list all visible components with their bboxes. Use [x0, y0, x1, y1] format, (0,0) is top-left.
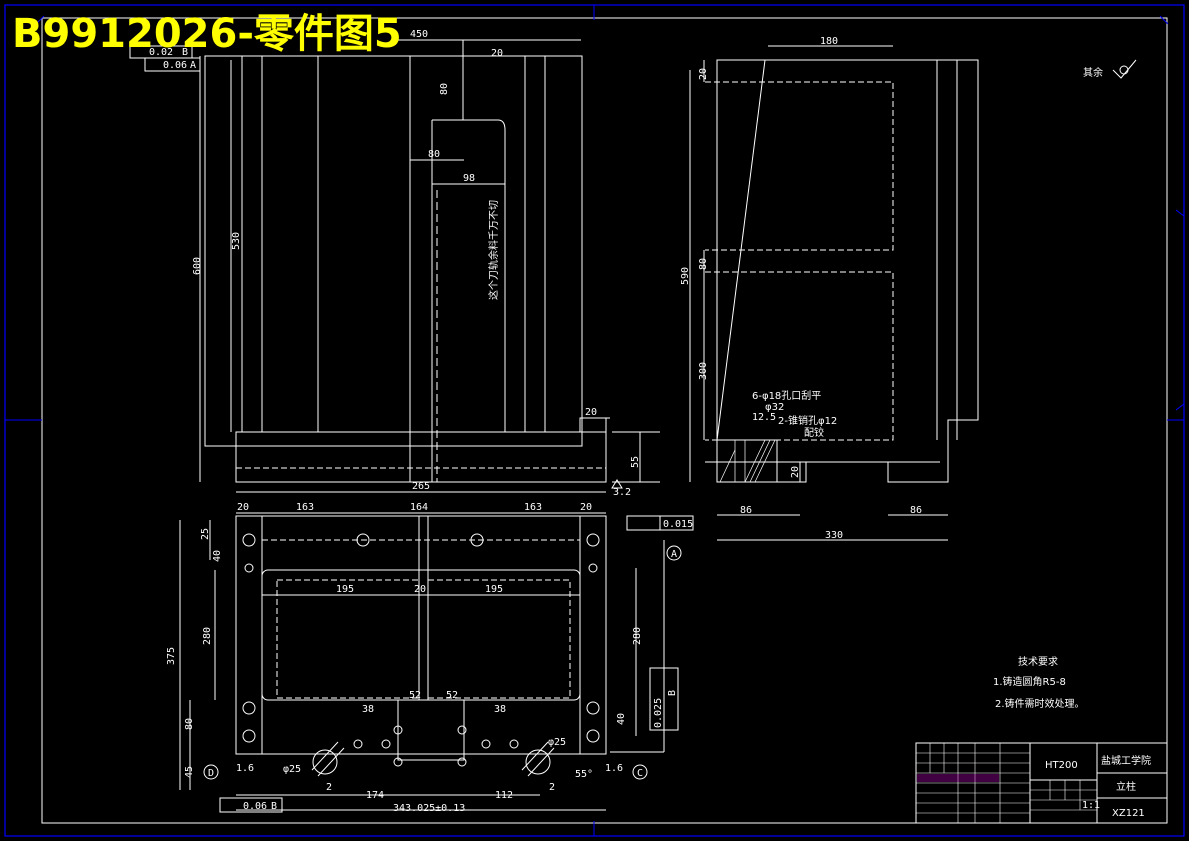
- dim-25: 25: [200, 528, 211, 540]
- front-datum-b: B: [182, 47, 188, 58]
- dim-330: 330: [825, 530, 843, 541]
- tech-req-item-1: 1.铸造圆角R5-8: [993, 675, 1066, 688]
- dim-plan-20c: 20: [414, 584, 426, 595]
- dim-174: 174: [366, 790, 384, 801]
- tech-req-item-2: 2.铸件需时效处理。: [995, 697, 1085, 710]
- plan-roughness-right: 1.6: [605, 763, 623, 774]
- outer-border: [4, 4, 1185, 837]
- school-label: 盐城工学院: [1101, 754, 1151, 767]
- dim-side-20: 20: [698, 68, 709, 80]
- dim-plan-20a: 20: [237, 502, 249, 513]
- dim-52a: 52: [409, 690, 421, 701]
- dim-280-left: 280: [202, 627, 213, 645]
- dim-40-right: 40: [616, 713, 627, 725]
- plan-roughness-left: 1.6: [236, 763, 254, 774]
- dim-300: 300: [698, 362, 709, 380]
- dim-side-80: 80: [698, 258, 709, 270]
- dim-86-right: 86: [910, 505, 922, 516]
- dim-55: 55: [630, 456, 641, 468]
- side-roughness: 12.5: [752, 412, 776, 423]
- dim-450: 450: [410, 29, 428, 40]
- datum-c-label: C: [637, 768, 643, 779]
- dim-195a: 195: [336, 584, 354, 595]
- dim-590: 590: [680, 267, 691, 285]
- front-roughness: 3.2: [613, 487, 631, 498]
- dim-right-20: 20: [585, 407, 597, 418]
- position-datum-b: B: [667, 690, 678, 696]
- dim-375: 375: [166, 647, 177, 665]
- dim-343: 343.025±0.13: [393, 803, 465, 814]
- dim-163a: 163: [296, 502, 314, 513]
- dim-plan-2b: 2: [549, 782, 555, 793]
- position-value: 0.025: [653, 698, 664, 728]
- part-name: 立柱: [1116, 780, 1136, 793]
- tol-parallel-value: 0.02: [149, 47, 173, 58]
- front-note: 这个刀轨余料千万不切: [487, 200, 500, 300]
- plan-slot-left: [311, 741, 345, 777]
- side-hatch-area: [716, 439, 778, 483]
- dim-180: 180: [820, 36, 838, 47]
- angle-55: 55°: [575, 769, 593, 780]
- dim-38b: 38: [494, 704, 506, 715]
- dim-52b: 52: [446, 690, 458, 701]
- plan-holes: [242, 533, 600, 767]
- dim-164: 164: [410, 502, 428, 513]
- dim-20: 20: [491, 48, 503, 59]
- dim-530: 530: [231, 232, 242, 250]
- side-hatch: [719, 439, 776, 483]
- dim-plan-40: 40: [212, 550, 223, 562]
- dim-top-80: 80: [439, 83, 450, 95]
- datum-a-label: A: [671, 549, 677, 560]
- front-datum-a: A: [190, 60, 196, 71]
- centering-marks: [5, 5, 1185, 836]
- dia-25a: φ25: [283, 764, 301, 775]
- dim-98: 98: [463, 173, 475, 184]
- dim-112: 112: [495, 790, 513, 801]
- dim-195b: 195: [485, 584, 503, 595]
- dim-45: 45: [184, 766, 195, 778]
- drawing-title: B9912026-零件图5: [12, 11, 402, 57]
- dim-86-left: 86: [740, 505, 752, 516]
- front-outline: [204, 55, 583, 447]
- dim-280-right: 280: [632, 627, 643, 645]
- hole-note-4: 配铰: [804, 426, 824, 439]
- hole-note-3: 2-锥销孔φ12: [778, 414, 837, 427]
- dim-plan-2a: 2: [326, 782, 332, 793]
- dim-163b: 163: [524, 502, 542, 513]
- datum-d-label: D: [208, 768, 214, 779]
- tol-perp-value: 0.06: [163, 60, 187, 71]
- front-base: [235, 431, 607, 483]
- dim-side-bottom-20: 20: [790, 466, 801, 478]
- plan-outline: [235, 515, 607, 755]
- side-view: [689, 45, 1137, 541]
- tech-req-title: 技术要求: [1018, 655, 1058, 668]
- dim-265: 265: [412, 481, 430, 492]
- perp-frame: [219, 797, 283, 813]
- dia-25b: φ25: [548, 737, 566, 748]
- drawing-number: XZ121: [1112, 808, 1145, 819]
- other-roughness-icon: [1112, 59, 1137, 79]
- flatness-value: 0.015: [663, 519, 693, 530]
- dim-600: 600: [192, 257, 203, 275]
- roughness-symbol-icon: [611, 479, 623, 489]
- front-rib: [409, 56, 506, 482]
- other-surfaces-label: 其余: [1083, 66, 1103, 79]
- scale-label: 1:1: [1082, 800, 1100, 811]
- plan-view: [179, 512, 694, 813]
- perp-datum-b: B: [271, 801, 277, 812]
- dim-38a: 38: [362, 704, 374, 715]
- dim-plan-80: 80: [184, 718, 195, 730]
- dim-80: 80: [428, 149, 440, 160]
- dim-plan-20b: 20: [580, 502, 592, 513]
- material-label: HT200: [1045, 760, 1078, 771]
- hole-note-2: φ32: [765, 402, 784, 413]
- hole-note-1: 6-φ18孔口刮平: [752, 389, 821, 402]
- perp-value: 0.06: [243, 801, 267, 812]
- title-block: [915, 742, 1168, 824]
- front-view: [129, 39, 660, 493]
